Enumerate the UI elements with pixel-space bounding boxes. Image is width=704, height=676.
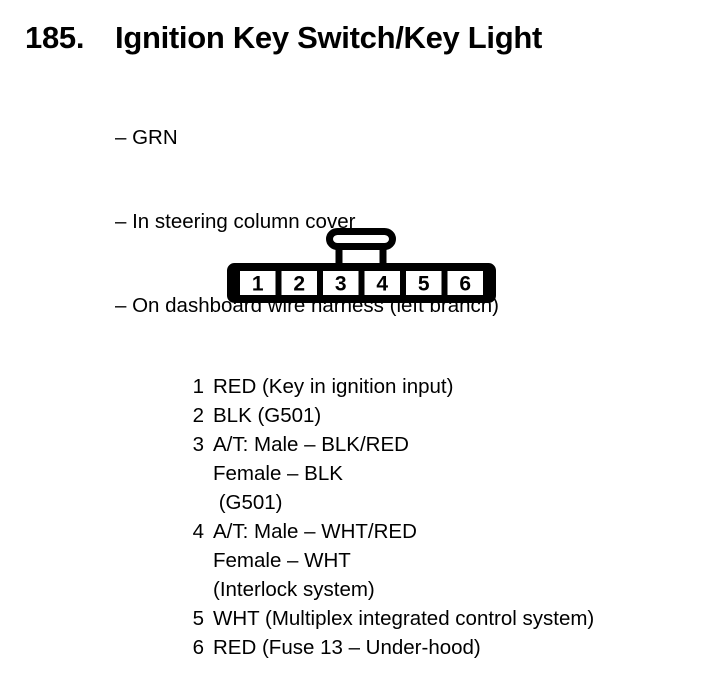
pin-cell: [323, 271, 359, 295]
pin-entry-text: RED (Fuse 13 – Under-hood): [213, 636, 481, 659]
connector-diagram: 1 2 3 4 5 6: [227, 228, 496, 303]
pin-entry-text: WHT (Multiplex integrated control system…: [213, 607, 595, 630]
pin-cell: [406, 271, 442, 295]
pin-entry: 4 A/T: Male – WHT/RED Female – WHT (Inte…: [192, 517, 594, 604]
pin-number: 1: [252, 273, 264, 296]
pin-entry-text: Female – BLK: [213, 462, 343, 485]
pin-entry-text: Female – WHT: [213, 549, 351, 572]
pin-entry: 1 RED (Key in ignition input): [192, 372, 594, 401]
pin-cell: [364, 271, 400, 295]
pin-entry-text: (Interlock system): [213, 578, 375, 601]
pin-number: 4: [376, 273, 388, 296]
pin-number: 6: [459, 273, 471, 296]
pin-entry-text: A/T: Male – WHT/RED: [213, 520, 417, 543]
pin-entry-text: BLK (G501): [213, 404, 322, 427]
pin-number: 2: [293, 273, 305, 296]
bullet-item: – In steering column cover: [115, 210, 356, 233]
page-title: Ignition Key Switch/Key Light: [115, 20, 543, 55]
pin-entry-number: 2: [192, 404, 204, 427]
pin-entry: 2 BLK (G501): [192, 401, 594, 430]
pin-cell: [281, 271, 317, 295]
pin-entry-number: 3: [192, 433, 204, 456]
pin-entry: 5 WHT (Multiplex integrated control syst…: [192, 604, 595, 633]
pin-entry-number: 5: [192, 607, 204, 630]
pin-entry: 3 A/T: Male – BLK/RED Female – BLK (G501…: [192, 430, 594, 517]
pin-number: 5: [418, 273, 430, 296]
pin-legend: 1 RED (Key in ignition input) 2 BLK (G50…: [192, 372, 595, 662]
pin-entry-number: 1: [192, 375, 204, 398]
pin-entry-number: 6: [192, 636, 204, 659]
pin-entry-number: 4: [192, 520, 204, 543]
pin-entry-text: RED (Key in ignition input): [213, 375, 454, 398]
pin-entry: 6 RED (Fuse 13 – Under-hood): [192, 633, 594, 662]
pin-cell: [447, 271, 483, 295]
pin-number: 3: [335, 273, 347, 296]
section-number: 185.: [25, 20, 85, 55]
pin-cells: 1 2 3 4 5 6: [240, 271, 483, 296]
pin-cell: [240, 271, 276, 295]
pin-entry-text: A/T: Male – BLK/RED: [213, 433, 409, 456]
bullet-item: – GRN: [115, 126, 178, 149]
pin-entry-text: (G501): [213, 491, 283, 514]
